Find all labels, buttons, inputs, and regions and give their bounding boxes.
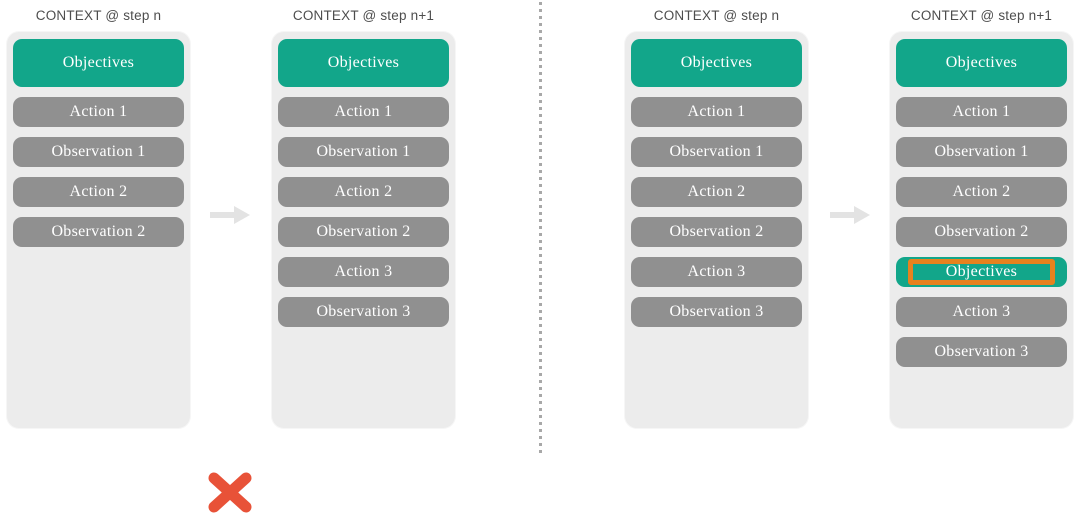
step-pill: Action 2	[896, 177, 1067, 207]
step-pill: Observation 3	[278, 297, 449, 327]
vertical-dotted-divider	[539, 2, 542, 454]
step-pill: Action 2	[631, 177, 802, 207]
step-pill: Action 1	[13, 97, 184, 127]
step-pill: Observation 1	[278, 137, 449, 167]
step-pill: Observation 2	[631, 217, 802, 247]
objectives-pill: Objectives	[278, 39, 449, 87]
panel-header: CONTEXT @ step n+1	[910, 8, 1053, 23]
arrow-right-icon	[210, 206, 250, 224]
objectives-inserted-pill: Objectives	[896, 257, 1067, 287]
step-pill: Observation 1	[13, 137, 184, 167]
step-pill: Action 1	[896, 97, 1067, 127]
step-pill: Action 3	[896, 297, 1067, 327]
arrow-right-icon	[830, 206, 870, 224]
step-pill: Observation 2	[13, 217, 184, 247]
panel-header: CONTEXT @ step n	[653, 8, 780, 23]
step-pill: Action 2	[13, 177, 184, 207]
step-pill: Observation 3	[896, 337, 1067, 367]
objectives-pill: Objectives	[13, 39, 184, 87]
objectives-pill: Objectives	[631, 39, 802, 87]
step-pill: Action 3	[278, 257, 449, 287]
step-pill: Observation 1	[896, 137, 1067, 167]
step-pill: Observation 1	[631, 137, 802, 167]
step-pill: Observation 3	[631, 297, 802, 327]
cross-icon	[208, 472, 252, 513]
step-pill: Observation 2	[278, 217, 449, 247]
step-pill: Action 1	[631, 97, 802, 127]
step-pill: Observation 2	[896, 217, 1067, 247]
step-pill: Action 2	[278, 177, 449, 207]
panel-header: CONTEXT @ step n	[35, 8, 162, 23]
step-pill: Action 1	[278, 97, 449, 127]
step-pill: Action 3	[631, 257, 802, 287]
objectives-pill: Objectives	[896, 39, 1067, 87]
panel-header: CONTEXT @ step n+1	[292, 8, 435, 23]
